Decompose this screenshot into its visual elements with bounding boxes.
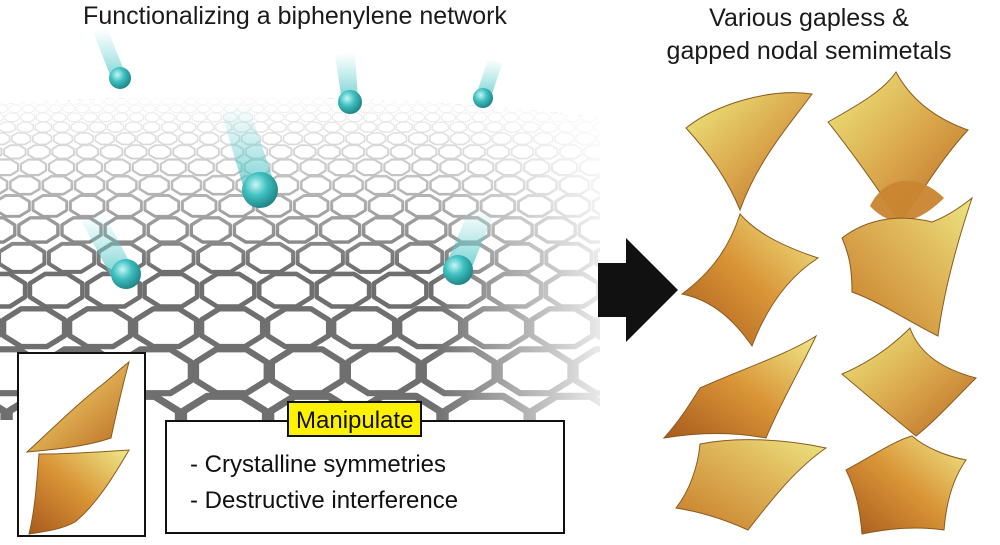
- adatom-5: [82, 214, 141, 289]
- lattice-ring: [557, 97, 569, 106]
- lattice-ring: [631, 122, 647, 132]
- lattice-ring: [546, 104, 560, 114]
- lattice-ring: [608, 145, 630, 158]
- lattice-ring: [618, 133, 637, 145]
- lattice-ring: [592, 97, 600, 106]
- lattice-ring: [644, 113, 658, 122]
- lattice-ring: [639, 133, 658, 145]
- right-title: Various gapless & gapped nodal semimetal…: [618, 2, 1000, 68]
- manipulate-label: Manipulate: [287, 401, 423, 437]
- adatom-4: [222, 104, 278, 208]
- adatom-2: [335, 52, 362, 114]
- inset-surface-graphic: [25, 360, 130, 535]
- inset-band-surface: [17, 352, 146, 537]
- lattice-ring: [613, 113, 627, 122]
- band-structure-4: [841, 327, 977, 535]
- manipulate-box: [165, 420, 565, 534]
- right-title-line-1: Various gapless &: [709, 4, 909, 32]
- manipulate-item-1: - Crystalline symmetries: [190, 451, 447, 478]
- lattice-ring: [452, 97, 464, 106]
- lattice-ring: [624, 176, 653, 194]
- lattice-ring: [580, 97, 592, 106]
- lattice-ring: [636, 160, 661, 176]
- lattice-ring: [545, 97, 557, 106]
- arrow-right: [598, 238, 678, 342]
- lattice-ring: [604, 98, 614, 104]
- lattice-ring: [533, 97, 546, 106]
- lattice-ring: [568, 97, 580, 106]
- band-structure-3: [662, 334, 828, 531]
- manipulate-item-2: - Destructive interference: [190, 487, 459, 514]
- lattice-ring: [510, 97, 522, 106]
- lattice-ring: [616, 98, 626, 104]
- lattice-ring: [632, 145, 654, 158]
- left-title: Functionalizing a biphenylene network: [83, 2, 507, 30]
- band-structure-2: [827, 71, 974, 337]
- lattice-ring: [649, 122, 665, 132]
- lattice-ring: [642, 105, 654, 112]
- lattice-ring: [613, 122, 629, 132]
- lattice-ring: [639, 98, 649, 104]
- adatom-1: [93, 28, 131, 89]
- lattice-ring: [622, 218, 661, 242]
- adatoms: [82, 28, 502, 289]
- lattice-ring: [573, 104, 587, 114]
- lattice-ring: [562, 451, 657, 510]
- lattice-ring: [499, 97, 511, 106]
- lattice-ring: [651, 98, 661, 104]
- adatom-3: [473, 58, 502, 108]
- lattice-ring: [601, 105, 613, 112]
- lattice-ring: [615, 105, 627, 112]
- right-title-line-2: gapped nodal semimetals: [666, 37, 952, 65]
- lattice-ring: [560, 104, 574, 114]
- lattice-ring: [629, 113, 643, 122]
- lattice-ring: [627, 98, 637, 104]
- lattice-ring: [630, 196, 664, 217]
- band-structure-1: [680, 92, 820, 348]
- lattice-ring: [608, 160, 633, 176]
- lattice-ring: [587, 104, 600, 114]
- lattice-ring: [628, 105, 640, 112]
- adatom-6: [443, 208, 492, 285]
- lattice-ring: [522, 97, 534, 106]
